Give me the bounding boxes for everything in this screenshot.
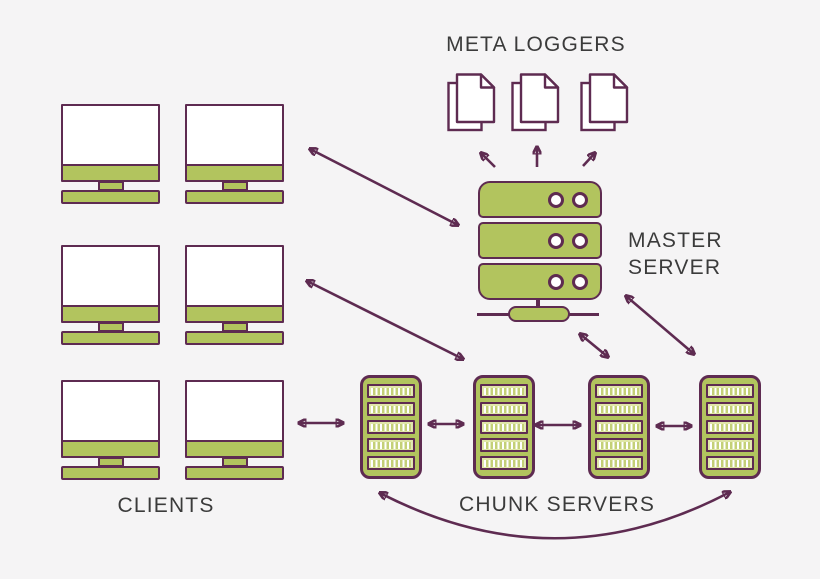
rack-slot [595,438,643,452]
rack-slot [480,420,528,434]
led-circle-icon [572,191,588,208]
server-unit [478,181,602,218]
monitor-screen [61,380,160,458]
client-monitor-icon [185,104,284,204]
monitor-screen [185,380,284,458]
arrow-master-chunk4 [626,296,694,354]
rack-slot [480,402,528,416]
rack-slot [595,456,643,470]
server-stand-base [508,306,570,322]
rack-slot [595,402,643,416]
led-circle-icon [572,273,588,290]
rack-slot [595,420,643,434]
monitor-chin [63,305,158,321]
arrow-master-metalogger1 [481,153,496,168]
monitor-screen [185,104,284,182]
rack-slot [367,402,415,416]
monitor-chin [63,440,158,456]
rack-slot [480,384,528,398]
monitor-base [185,190,284,204]
rack-slot [706,438,754,452]
clients-label: CLIENTS [117,494,215,517]
chunk-servers-label: CHUNK SERVERS [458,493,656,516]
chunk-server-rack-icon [588,375,650,479]
client-monitor-icon [185,380,284,480]
monitor-chin [63,164,158,180]
rack-slot [480,438,528,452]
rack-slot [706,456,754,470]
arrow-clients1-master [310,149,458,225]
server-stand-stem [536,300,540,310]
led-circle-icon [548,191,564,208]
arrow-clients2-chunk2 [307,281,463,359]
rack-slot [706,420,754,434]
meta-loggers-label: META LOGGERS [446,33,626,56]
monitor-chin [187,440,282,456]
led-circle-icon [548,232,564,249]
monitor-base [61,331,160,345]
rack-slot [706,402,754,416]
rack-slot [367,420,415,434]
led-circle-icon [572,232,588,249]
client-monitor-icon [185,245,284,345]
monitor-base [185,466,284,480]
rack-slot [367,456,415,470]
client-monitor-icon [61,380,160,480]
server-unit [478,263,602,300]
master-server-icon [478,181,602,300]
document-stack-icon [510,73,560,133]
server-unit [478,222,602,259]
rack-slot [595,384,643,398]
rack-slot [480,456,528,470]
monitor-chin [187,164,282,180]
rack-slot [706,384,754,398]
chunk-server-rack-icon [473,375,535,479]
rack-slot [367,438,415,452]
document-stack-icon [446,73,496,133]
rack-slot [367,384,415,398]
monitor-screen [61,104,160,182]
monitor-screen [185,245,284,323]
monitor-screen [61,245,160,323]
monitor-base [185,331,284,345]
led-circle-icon [548,273,564,290]
arrow-master-chunk3 [580,334,608,357]
monitor-chin [187,305,282,321]
chunk-server-rack-icon [699,375,761,479]
client-monitor-icon [61,245,160,345]
document-stack-icon [579,73,629,133]
arrow-master-metalogger3 [582,153,595,167]
monitor-base [61,466,160,480]
client-monitor-icon [61,104,160,204]
monitor-base [61,190,160,204]
master-server-label: MASTER SERVER [628,229,723,279]
chunk-server-rack-icon [360,375,422,479]
